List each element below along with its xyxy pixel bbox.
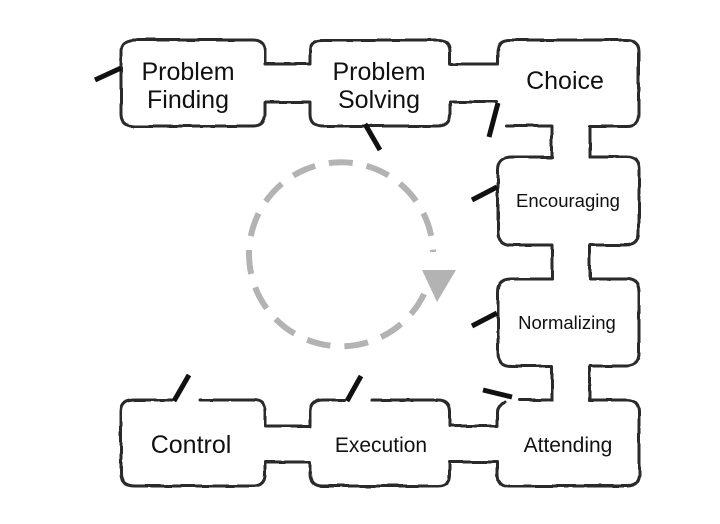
tick-attending xyxy=(482,387,513,400)
tick-execution xyxy=(344,374,364,403)
tick-control xyxy=(171,373,192,403)
cycle-arrow xyxy=(246,159,456,350)
node-problem-finding-line1: Problem xyxy=(141,58,234,86)
node-control: Control xyxy=(151,431,232,459)
tick-normalizing xyxy=(470,310,499,329)
node-attending: Attending xyxy=(524,434,613,457)
node-problem-finding-line2: Finding xyxy=(147,86,229,114)
node-problem-solving-line2: Solving xyxy=(338,86,420,114)
cycle-arrowhead-icon xyxy=(422,270,456,302)
tick-problem-solving xyxy=(362,122,383,152)
tick-problem-finding xyxy=(93,65,123,83)
node-problem-finding: Problem Finding xyxy=(141,58,234,114)
node-normalizing: Normalizing xyxy=(518,312,616,333)
node-encouraging: Encouraging xyxy=(516,190,620,211)
cycle-arrow-path xyxy=(246,159,436,350)
tick-marks xyxy=(93,65,513,403)
node-problem-solving: Problem Solving xyxy=(332,58,425,114)
node-execution: Execution xyxy=(335,434,427,457)
diagram-outline xyxy=(119,38,641,488)
node-choice: Choice xyxy=(526,67,604,95)
tick-choice xyxy=(486,102,501,138)
node-problem-solving-line1: Problem xyxy=(332,58,425,86)
tick-encouraging xyxy=(470,184,499,203)
